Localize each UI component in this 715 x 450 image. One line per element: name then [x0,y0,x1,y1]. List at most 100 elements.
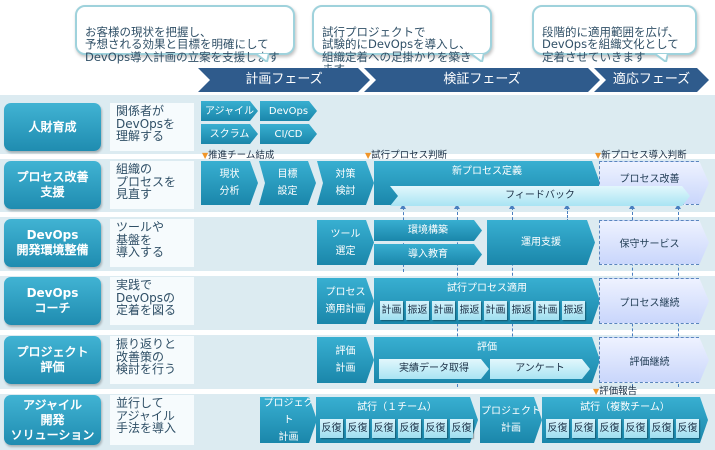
iteration-item: 反復 [650,419,673,438]
step-project-plan-1: プロジェクト 計画 [260,397,317,443]
description-text: 振り返りと 改善策の 検討を行う [116,337,177,376]
description-process-improvement: 組織の プロセスを 見直す [110,161,194,209]
description-text: 並行して アジャイル 手法を導入 [116,396,177,435]
callout-planning: お客様の現状を把握し、 予想される効果と目標を明確にして DevOps導入計画の… [75,5,295,63]
step-countermeasure: 対策 検討 [317,161,374,205]
row-divider [0,154,715,159]
cycle-item: 計画 [432,301,455,320]
step-label: 評価 計画 [335,346,356,374]
step-label: 評価継続 [629,356,670,368]
category-label: アジャイル 開発 ソリューション [10,397,95,442]
callout-verification: 試行プロジェクトで 試験的にDevOpsを導入し、 組織定着への足掛かりを築きま… [312,5,492,75]
description-agile-solution: 並行して アジャイル 手法を導入 [110,395,194,445]
step-label: ツール 選定 [330,228,361,257]
milestone-new-process-decision: ▼新プロセス導入判断 [595,150,687,161]
step-tool-selection: ツール 選定 [317,220,374,265]
step-label: プロセス 適用計画 [325,287,366,315]
milestone-evaluation-report: ▼評価報告 [593,386,637,397]
description-devops-environment: ツールや 基盤を 導入する [110,219,194,267]
step-label: 環境構築 [408,225,448,236]
phase-planning-label: 計画フェーズ [245,72,323,87]
milestone-label: 新プロセス導入判断 [601,150,687,161]
arrow-up-icon [629,204,635,209]
milestone-label: 推進チーム結成 [208,150,275,161]
step-agile: アジャイル [201,101,258,121]
description-human-resources: 関係者が DevOpsを 理解する [110,103,194,151]
step-label: プロセス改善 [619,174,680,185]
callout-adaptation: 段階的に適用範囲を広げ、 DevOpsを組織文化として 定着させていきます [532,5,697,63]
step-label: 試行（複数チーム） [580,402,670,413]
callout-planning-text: お客様の現状を把握し、 予想される効果と目標を明確にして DevOps導入計画の… [85,24,280,64]
step-project-plan-2: プロジェクト 計画 [480,397,542,443]
arrow-up-icon [509,204,515,209]
category-devops-environment: DevOps 開発環境整備 [4,219,101,267]
callout-adaptation-text: 段階的に適用範囲を広げ、 DevOpsを組織文化として 定着させていきます [542,24,680,64]
milestone-triangle-icon: ▼ [593,387,600,396]
iteration-item: 反復 [546,419,569,438]
step-environment-build: 環境構築 [374,220,482,241]
step-label: フィードバック [505,190,575,201]
milestone-label: 評価報告 [599,386,638,397]
iteration-item: 反復 [450,419,473,438]
step-label: スクラム [209,128,250,140]
step-cicd: CI/CD [260,124,317,144]
row-divider [0,212,715,217]
category-agile-solution: アジャイル 開発 ソリューション [4,395,101,445]
step-devops: DevOps [260,101,317,121]
iteration-item: 反復 [598,419,621,438]
callout-tail-icon [470,53,484,62]
step-evaluation-continuation: 評価継続 [599,337,699,383]
step-label: DevOps [268,105,309,117]
arrow-up-icon [675,204,681,209]
step-introduction-training: 導入教育 [374,244,482,265]
step-evaluation-plan: 評価 計画 [317,337,374,383]
step-label: 保守サービス [619,239,680,250]
phase-verification: 検証フェーズ [364,68,600,92]
description-text: 関係者が DevOpsを 理解する [116,104,176,143]
step-label: プロジェクト 計画 [263,397,314,443]
step-operation-support: 運用支援 [487,220,595,265]
category-label: 人財育成 [28,119,77,134]
step-label: 目標 設定 [277,169,298,197]
cycle-item: 計画 [380,301,403,320]
step-label: 新プロセス定義 [452,166,522,177]
category-human-resources: 人財育成 [4,103,101,151]
feedback-arrow: フィードバック [390,186,690,206]
arrow-up-icon [400,204,406,209]
step-label: 試行（１チーム） [357,402,437,413]
description-project-evaluation: 振り返りと 改善策の 検討を行う [110,336,194,384]
cycle-item: 計画 [536,301,559,320]
step-survey: アンケート [490,359,590,379]
arrow-up-icon [564,204,570,209]
step-process-application-plan: プロセス 適用計画 [317,278,374,324]
phase-adaptation: 適応フェーズ [594,68,709,92]
category-label: プロジェクト 評価 [16,345,89,374]
phase-planning: 計画フェーズ [198,68,370,92]
step-current-analysis: 現状 分析 [201,161,258,205]
iteration-item: 反復 [346,419,369,438]
step-label: アジャイル [204,105,255,117]
iteration-item: 反復 [320,419,343,438]
step-goal-setting: 目標 設定 [259,161,316,205]
step-label: 試行プロセス適用 [447,283,527,294]
step-label: CI/CD [274,128,303,140]
callout-tail-icon [255,53,269,62]
milestone-team-formation: ▼推進チーム結成 [202,150,274,161]
step-label: アンケート [515,363,565,374]
step-label: プロセス継続 [619,297,680,309]
milestone-label: 試行プロセス判断 [371,150,448,161]
arrow-up-icon [454,204,460,209]
cycle-item: 振返 [562,301,585,320]
feedback-connector [564,204,570,222]
description-devops-coach: 実践で DevOpsの 定着を図る [110,277,194,325]
description-text: 実践で DevOpsの 定着を図る [116,278,177,317]
iteration-item: 反復 [398,419,421,438]
cycle-item: 計画 [484,301,507,320]
category-devops-coach: DevOps コーチ [4,277,101,325]
iteration-item: 反復 [424,419,447,438]
step-process-continuation: プロセス継続 [599,278,699,324]
step-scrum: スクラム [201,124,258,144]
milestone-triangle-icon: ▼ [595,151,602,160]
milestone-triangle-icon: ▼ [365,151,372,160]
row-divider [0,389,715,394]
